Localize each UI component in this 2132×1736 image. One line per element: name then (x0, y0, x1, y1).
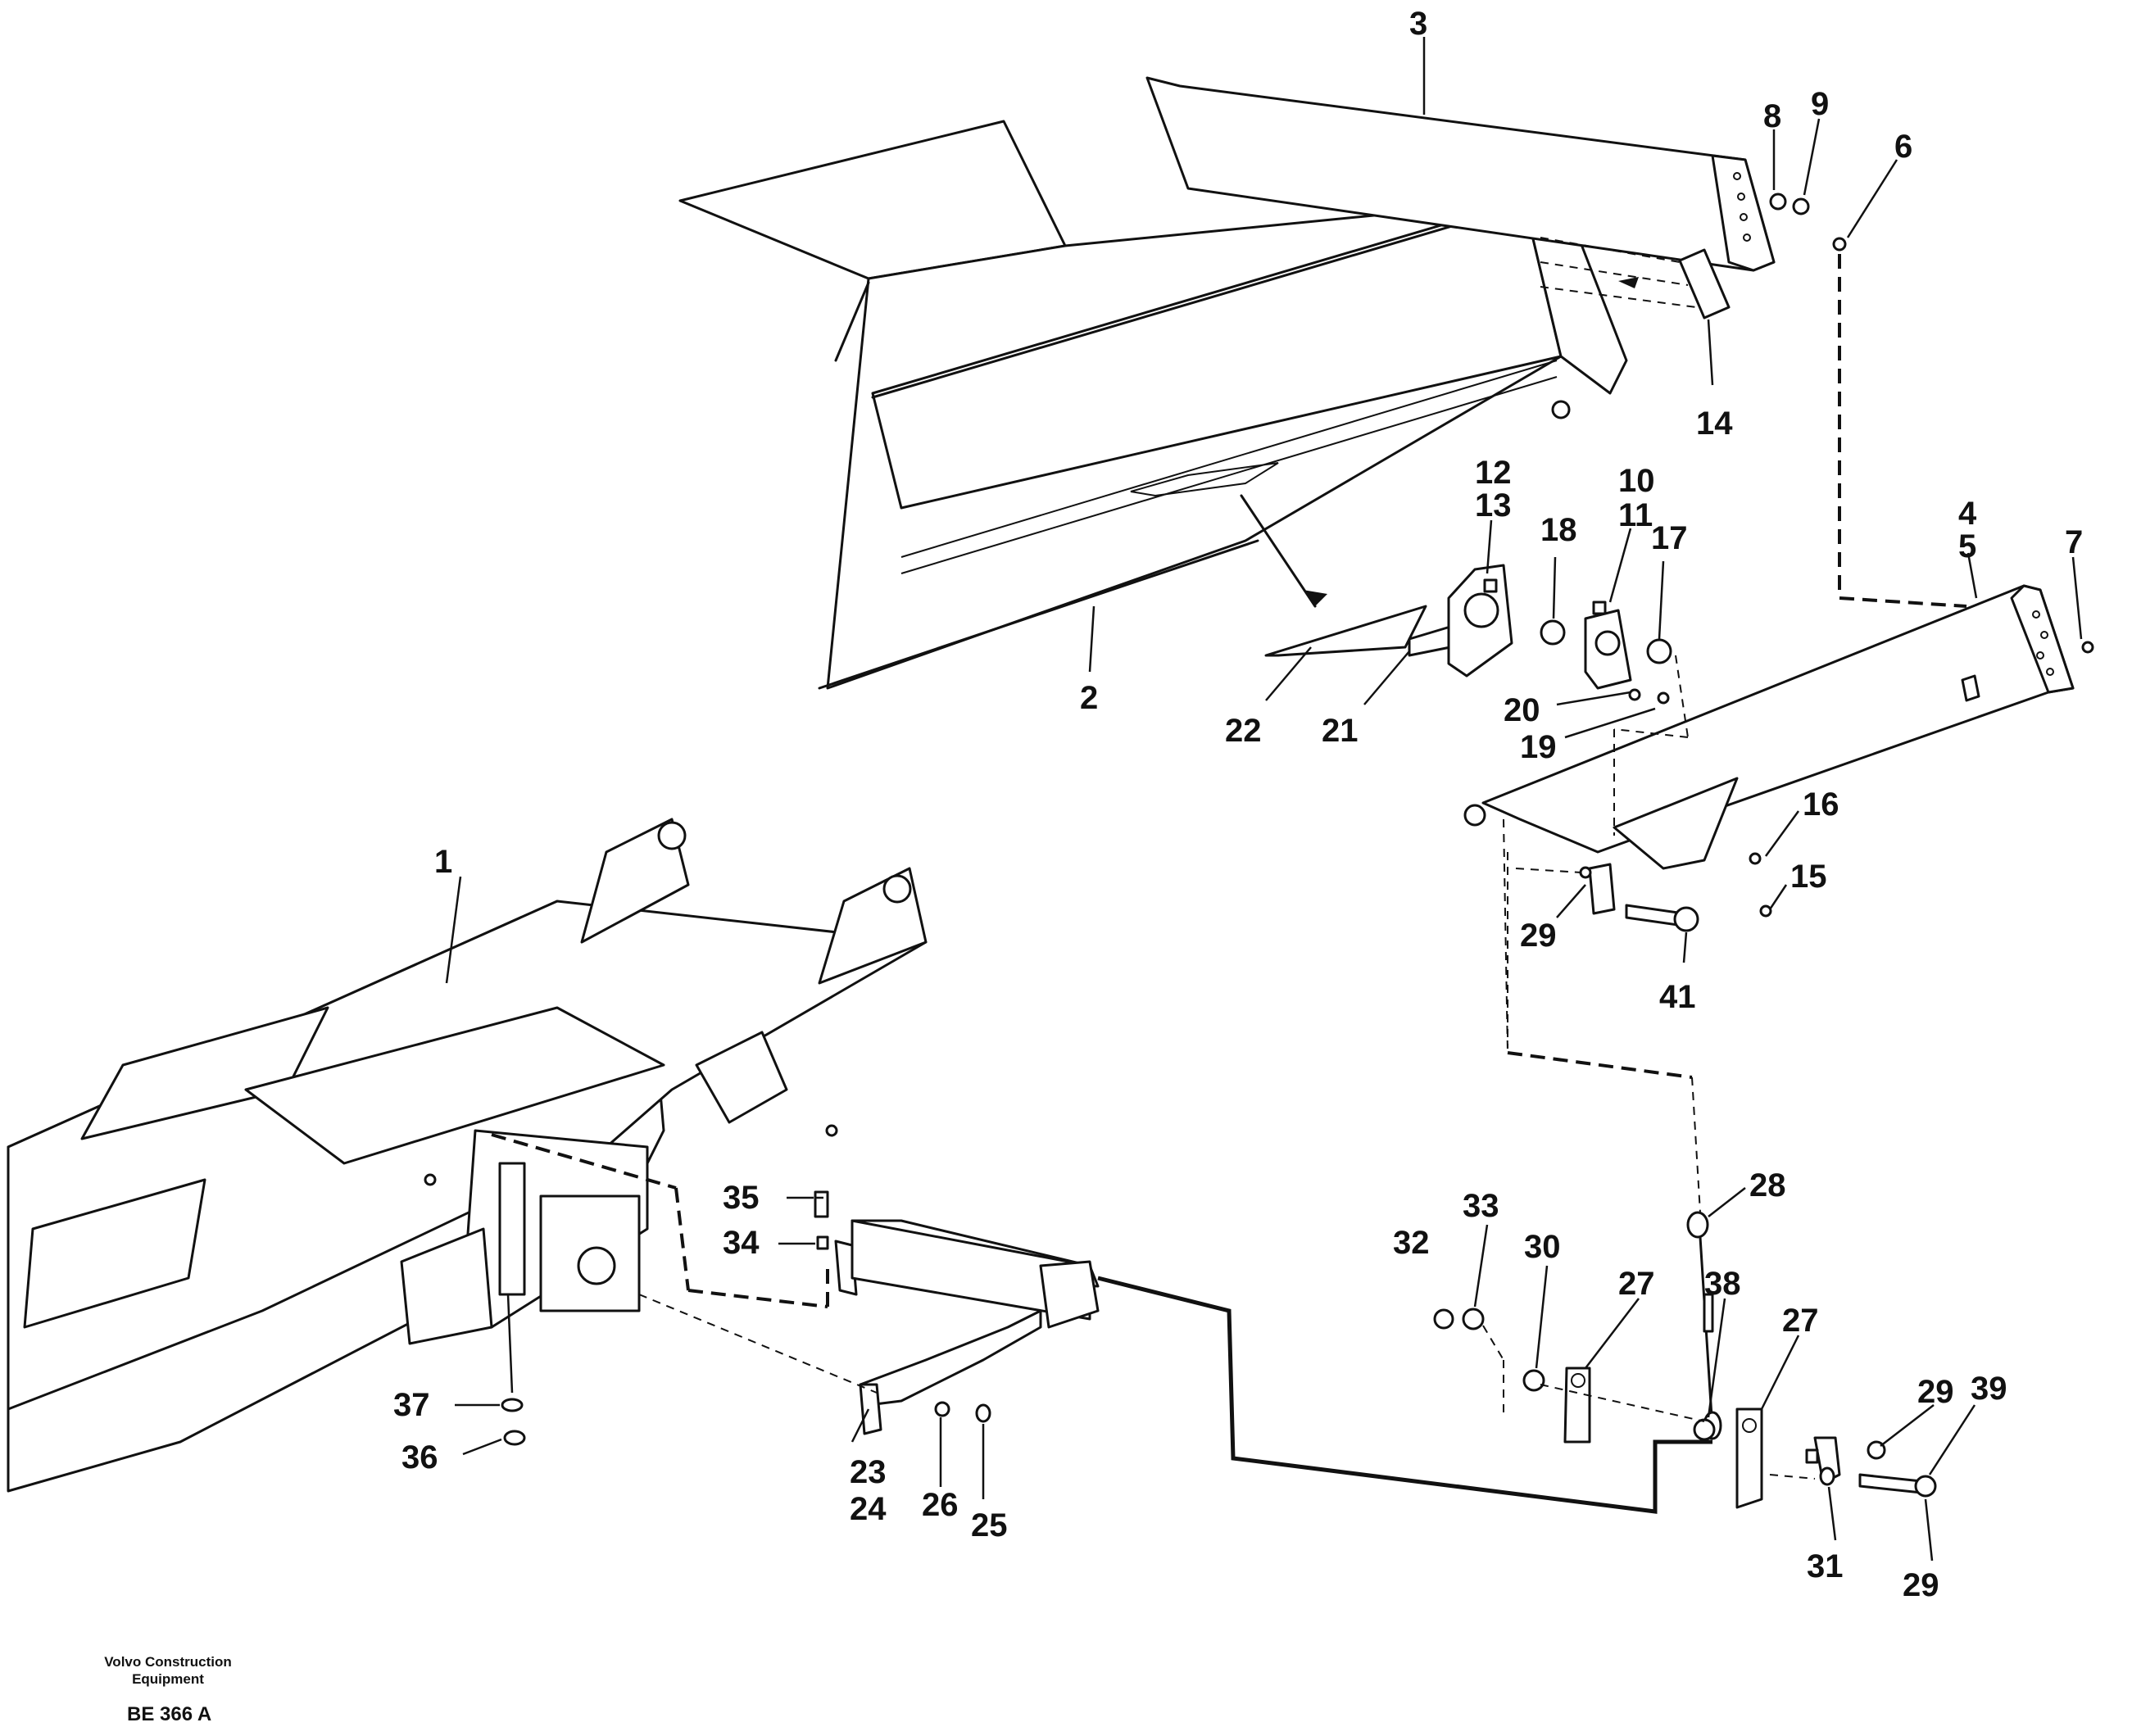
callout-22: 22 (1225, 713, 1262, 749)
callout-41: 41 (1659, 979, 1696, 1015)
fasteners-8-9-6 (1769, 193, 1967, 608)
callout-12: 12 (1475, 455, 1512, 491)
callout-35: 34 (723, 1225, 760, 1261)
callout-3: 3 (1409, 6, 1427, 42)
callout-5: 5 (1958, 528, 1976, 564)
callout-23: 23 (850, 1454, 887, 1490)
callout-24: 24 (850, 1491, 887, 1527)
wedge-part-14 (1540, 237, 1731, 320)
callout-13: 13 (1475, 487, 1512, 524)
callout-14: 14 (1696, 406, 1733, 442)
callout-10: 10 (1618, 463, 1655, 499)
callout-37: 36 (401, 1439, 438, 1475)
callout-4: 4 (1958, 496, 1977, 532)
callout-20: 20 (1504, 692, 1540, 728)
callout-27: 27 (1618, 1266, 1655, 1302)
pivot-plate-parts-29-41 (1507, 852, 1699, 1049)
callout-19: 19 (1520, 729, 1557, 765)
callout-36: 35 (723, 1180, 760, 1216)
drawing-code: BE 366 A (127, 1703, 211, 1725)
link-assembly (1433, 1211, 1937, 1509)
callout-1: 1 (434, 844, 452, 880)
company-name-line1: Volvo Construction (104, 1654, 232, 1670)
callout-8: 8 (1763, 98, 1781, 134)
callout-34: 33 (1463, 1188, 1499, 1224)
callout-9: 9 (1811, 86, 1829, 122)
callout-25: 25 (971, 1507, 1008, 1543)
dump-body-part-2 (678, 120, 1628, 690)
link-route (1503, 818, 1701, 1213)
bracket-part-23-24 (491, 1133, 1100, 1435)
callout-29: 29 (1917, 1374, 1954, 1410)
frame-part-1 (7, 818, 928, 1493)
callout-27: 27 (1782, 1303, 1819, 1339)
callout-6: 6 (1894, 129, 1912, 165)
callout-15: 15 (1790, 859, 1827, 895)
callout-32: 31 (1807, 1548, 1844, 1584)
drawing-footer: Volvo Construction Equipment BE 366 A (104, 1654, 232, 1725)
callout-29: 29 (1520, 918, 1557, 954)
side-rail-part-3 (1145, 76, 1776, 272)
callout-28: 28 (1749, 1167, 1786, 1203)
callout-39: 38 (1704, 1266, 1741, 1302)
callout-leaders (445, 37, 2083, 1561)
callout-16: 16 (1803, 786, 1839, 823)
tailgate-beam-part-4-5 (1463, 584, 2094, 918)
callout-21: 21 (1322, 713, 1359, 749)
control-cable (1097, 1276, 1712, 1514)
callout-40: 39 (1971, 1371, 2007, 1407)
callout-labels: 3 8 9 6 14 2 1 12 13 18 10 11 17 4 5 7 2… (393, 6, 2083, 1603)
callout-33: 32 (1393, 1225, 1430, 1261)
callout-2: 2 (1080, 680, 1098, 716)
callout-30: 29 (1903, 1567, 1939, 1603)
callout-18: 18 (1540, 512, 1577, 548)
hinge-assembly (1240, 494, 1689, 836)
callout-17: 17 (1651, 520, 1688, 556)
callout-26: 26 (922, 1487, 959, 1523)
company-name-line2: Equipment (132, 1671, 204, 1687)
callout-38: 37 (393, 1387, 430, 1423)
callout-7: 7 (2065, 524, 2083, 560)
callout-31: 30 (1524, 1229, 1561, 1265)
callout-11: 11 (1618, 497, 1653, 533)
